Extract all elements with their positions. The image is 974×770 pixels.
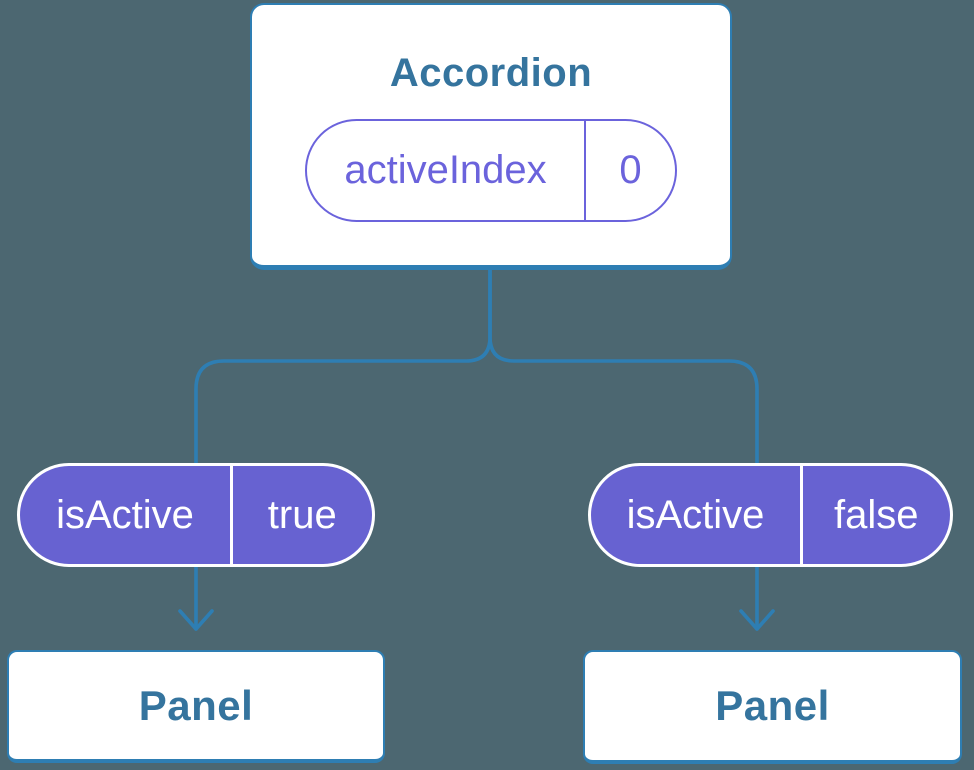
prop-pill-left-value: true xyxy=(267,492,337,537)
prop-pill-left-label: isActive xyxy=(56,492,194,537)
arrowhead-right-icon xyxy=(739,609,775,631)
prop-pill-left-divider xyxy=(230,466,233,564)
panel-node-left: Panel xyxy=(7,650,385,763)
accordion-node-title: Accordion xyxy=(389,51,593,95)
state-pill-label: activeIndex xyxy=(344,148,547,192)
state-pill-divider xyxy=(584,121,586,220)
prop-pill-right-label: isActive xyxy=(626,492,765,537)
state-pill: activeIndex 0 xyxy=(305,119,677,222)
edge-root-to-right-pill xyxy=(488,264,759,631)
prop-pill-left: isActive true xyxy=(17,463,375,567)
panel-left-title: Panel xyxy=(138,681,254,729)
edge-root-to-left-pill xyxy=(194,264,492,631)
accordion-node: Accordion activeIndex 0 xyxy=(250,3,732,270)
prop-pill-right-value: false xyxy=(834,492,919,537)
panel-node-right: Panel xyxy=(583,650,962,764)
arrowhead-left-icon xyxy=(178,609,214,631)
panel-right-title: Panel xyxy=(715,682,830,729)
prop-pill-right-divider xyxy=(800,466,803,564)
state-pill-value: 0 xyxy=(619,148,642,192)
prop-pill-right: isActive false xyxy=(588,463,953,567)
